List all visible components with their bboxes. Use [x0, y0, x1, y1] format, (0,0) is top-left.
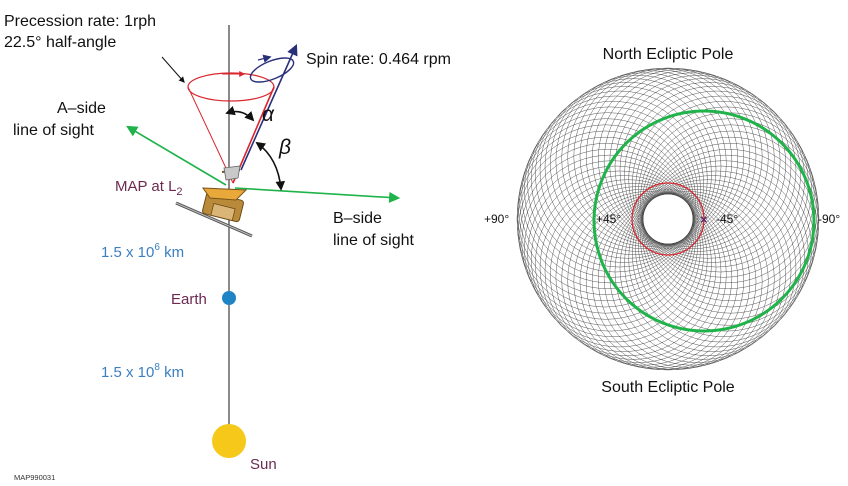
scan-circle [561, 191, 738, 368]
scan-circle [635, 101, 812, 278]
scan-circle [521, 106, 699, 284]
scan-circle [598, 70, 775, 247]
scan-circle [521, 154, 699, 332]
scan-circle [535, 175, 712, 352]
a-side-line-of-sight [126, 125, 227, 186]
precession-leader [161, 56, 185, 83]
b-side-line-of-sight [234, 187, 401, 204]
earth-label: Earth [171, 291, 207, 308]
scan-circle [628, 170, 805, 348]
scan-circle [619, 179, 797, 356]
scan-circle [527, 95, 704, 273]
scan-circle [641, 118, 819, 295]
scan-circle [637, 154, 815, 332]
sun-label: Sun [250, 456, 277, 473]
red-precession-circle [631, 182, 705, 256]
alpha-arc [225, 106, 255, 122]
precession-rate-label: Precession rate: 1rph [4, 13, 156, 30]
scan-circle [624, 175, 801, 352]
scan-circle [555, 188, 733, 366]
precession-cone [187, 71, 275, 184]
b-side-label-line2: line of sight [333, 232, 414, 249]
scan-circle [585, 68, 763, 245]
a-side-label: A–side [57, 100, 106, 117]
distance-sun-label: 1.5 x 108 km [101, 362, 184, 381]
scan-circle [567, 192, 744, 370]
a-side-label-line2: line of sight [13, 122, 94, 139]
scan-circle [517, 118, 695, 295]
scan-circle [637, 106, 815, 284]
half-angle-label: 22.5° half-angle [4, 34, 116, 51]
scan-circle [603, 188, 781, 366]
scan-circle [642, 124, 819, 302]
scan-circle [641, 143, 819, 320]
scan-circle [603, 72, 781, 250]
b-side-label: B–side [333, 210, 382, 227]
scan-circle [592, 68, 769, 246]
pole-marker: × [700, 212, 708, 227]
scan-circle [539, 82, 717, 259]
spin-axis [240, 43, 298, 171]
map-at-l2-label: MAP at L2 [115, 178, 183, 198]
minus45-label: -45° [716, 212, 738, 226]
spin-rate-label: Spin rate: 0.464 rpm [306, 51, 451, 68]
scan-circle [550, 75, 727, 252]
scan-circle [614, 78, 792, 255]
north-ecliptic-pole-label: North Ecliptic Pole [603, 46, 734, 63]
scan-circle [624, 86, 801, 263]
sun-disc [212, 424, 246, 458]
scan-circle [531, 170, 708, 348]
south-ecliptic-pole-label: South Ecliptic Pole [601, 379, 735, 396]
scan-circle [519, 112, 696, 289]
beta-arc [255, 141, 286, 191]
minus90-label: -90° [818, 212, 840, 226]
scan-circle [619, 82, 797, 259]
alpha-symbol: α [262, 103, 275, 126]
earth-dot [222, 291, 236, 305]
plus45-label: +45° [596, 212, 621, 226]
distance-l2-label: 1.5 x 106 km [101, 242, 184, 261]
scan-circle [539, 179, 717, 356]
catalog-id: MAP990031 [14, 473, 55, 482]
map-spacecraft [175, 165, 253, 238]
scan-circle [535, 86, 712, 263]
green-scan-ring [592, 109, 816, 333]
plus90-label: +90° [484, 212, 509, 226]
beta-symbol: β [278, 136, 291, 159]
scan-circle [544, 183, 722, 360]
scan-circle [555, 72, 733, 250]
scan-circle [531, 90, 708, 268]
